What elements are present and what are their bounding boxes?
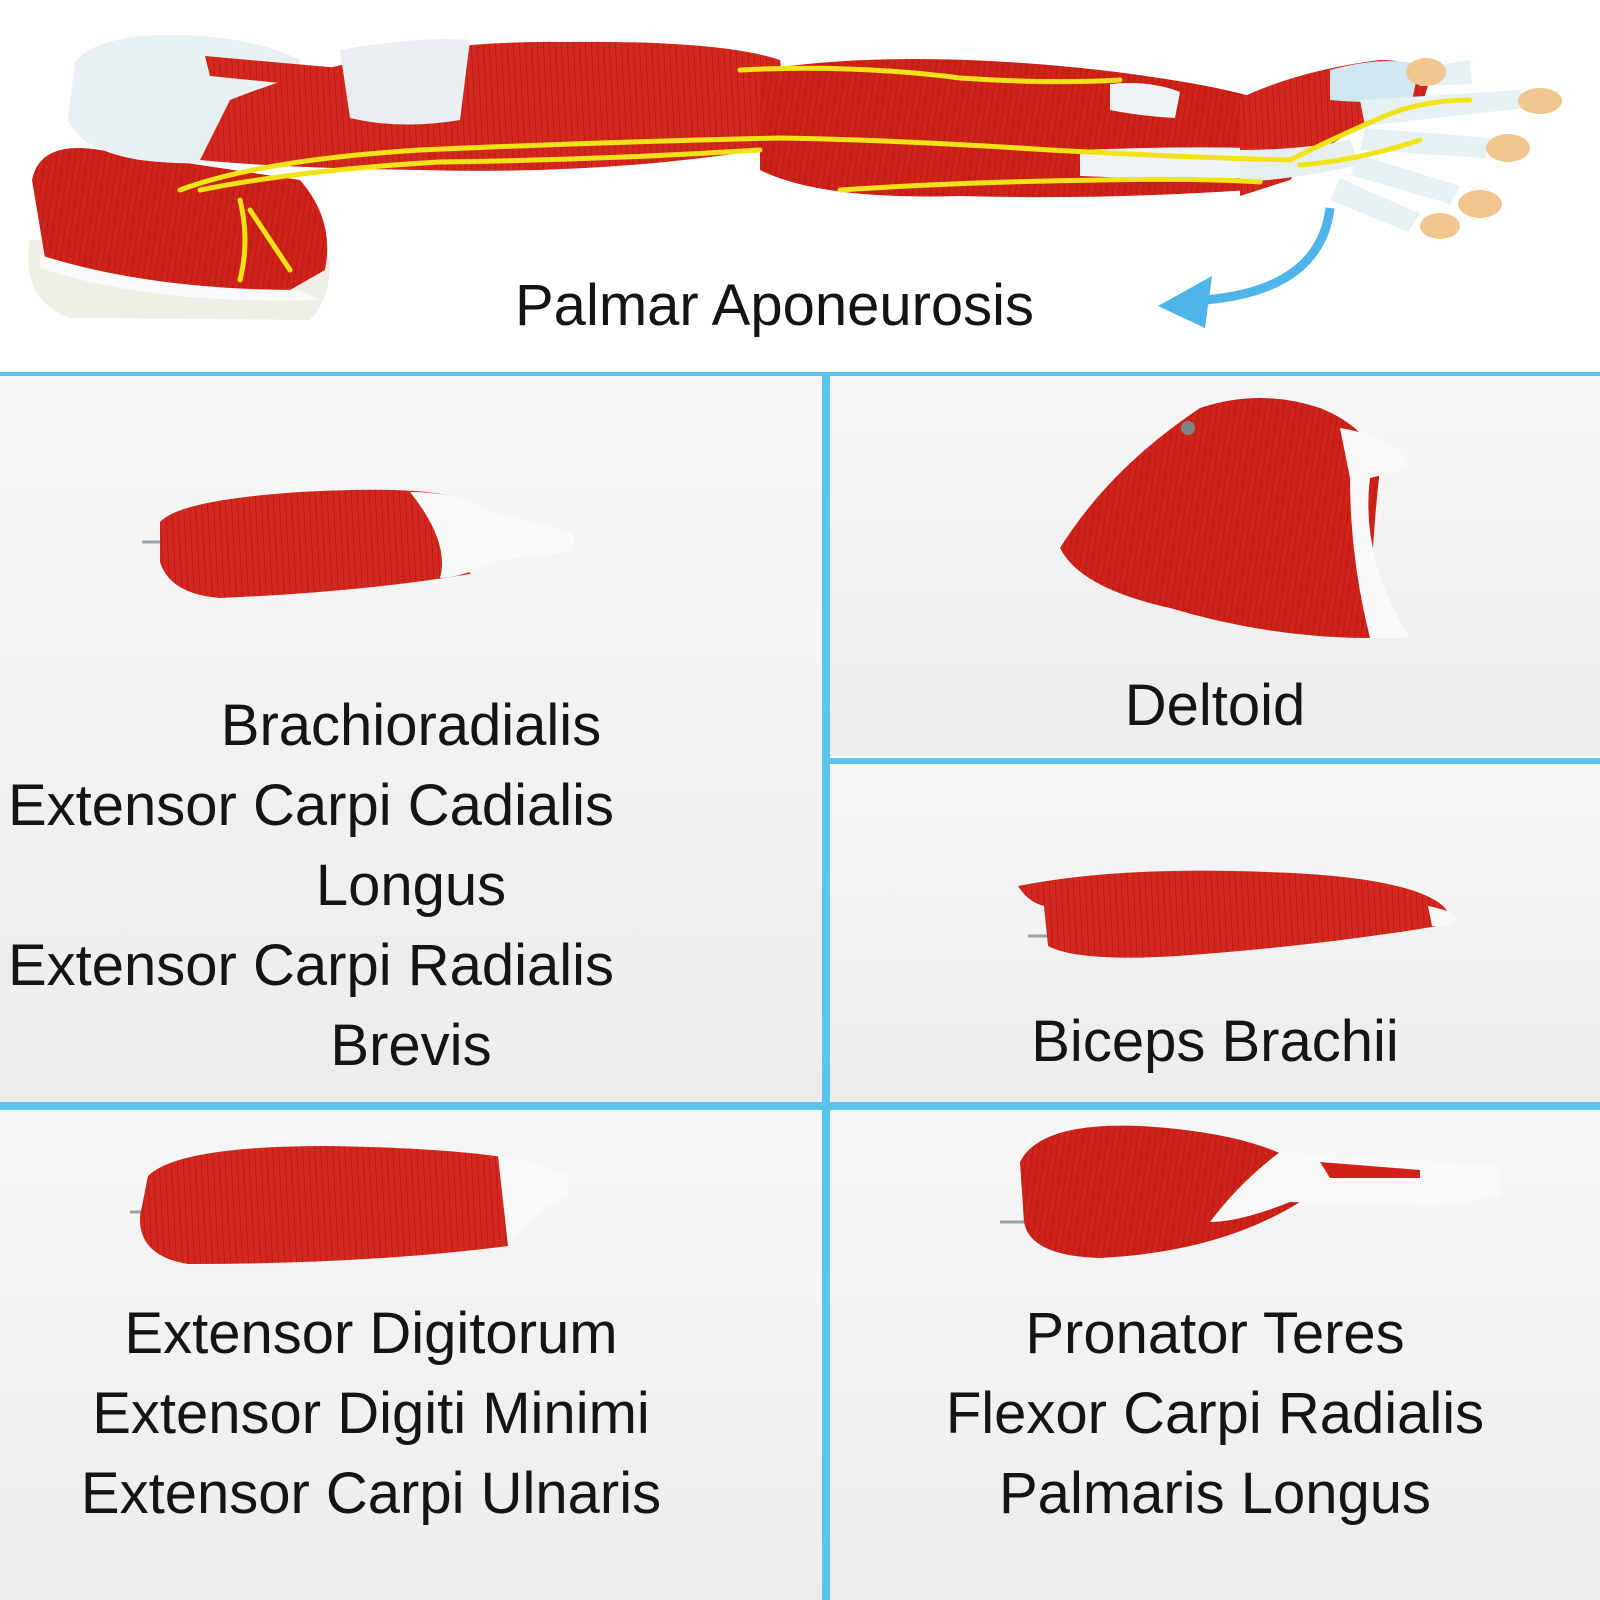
brachioradialis-muscle-image xyxy=(142,489,575,598)
label-line-2: Extensor Digiti Minimi xyxy=(92,1381,650,1446)
label-line-1: Deltoid xyxy=(1124,673,1306,738)
divider-lower xyxy=(0,1102,1600,1110)
label-line-4: Extensor Carpi Radialis xyxy=(7,933,615,998)
label-line-3: Longus xyxy=(315,853,507,918)
label-line-1: Brachioradialis xyxy=(220,693,602,758)
label-line-1: Biceps Brachii xyxy=(1031,1009,1399,1074)
arrow-icon xyxy=(1204,207,1335,305)
extensor-group-label: Extensor Digitorum Extensor Digiti Minim… xyxy=(0,1294,822,1534)
label-line-1: Extensor Digitorum xyxy=(124,1301,618,1366)
deltoid-muscle-image xyxy=(1060,398,1410,638)
divider-vertical xyxy=(822,372,830,1600)
pronator-muscle-image xyxy=(1000,1125,1500,1258)
label-line-2: Flexor Carpi Radialis xyxy=(945,1381,1485,1446)
deltoid-label: Deltoid xyxy=(830,666,1600,746)
pronator-group-label: Pronator Teres Flexor Carpi Radialis Pal… xyxy=(830,1294,1600,1534)
biceps-label: Biceps Brachii xyxy=(830,1002,1600,1082)
arm-model-panel: Palmar Aponeurosis xyxy=(0,0,1600,372)
label-line-3: Palmaris Longus xyxy=(999,1461,1431,1526)
brachioradialis-group-label: Brachioradialis Extensor Carpi Cadialis … xyxy=(0,686,822,1086)
label-line-3: Extensor Carpi Ulnaris xyxy=(80,1461,662,1526)
label-line-5: Brevis xyxy=(330,1013,492,1078)
divider-right-middle xyxy=(830,758,1600,764)
label-line-2: Extensor Carpi Cadialis xyxy=(7,773,615,838)
palmar-aponeurosis-caption: Palmar Aponeurosis xyxy=(515,273,1035,338)
divider-top xyxy=(0,372,1600,376)
label-line-1: Pronator Teres xyxy=(1025,1301,1405,1366)
biceps-muscle-image xyxy=(1018,870,1457,958)
arm-muscle-model-image xyxy=(28,35,1562,328)
extensor-muscle-image xyxy=(130,1146,568,1264)
